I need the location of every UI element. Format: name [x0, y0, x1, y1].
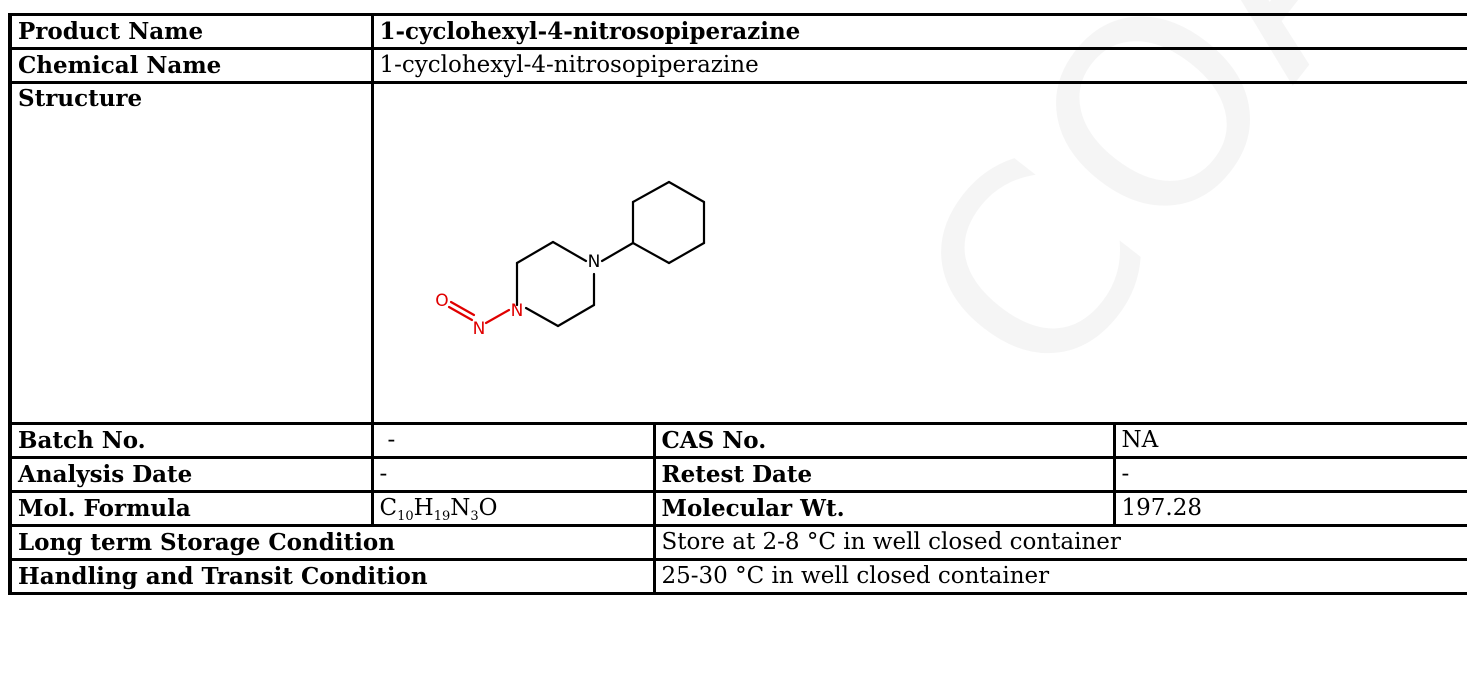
formula-n-count: 3 — [470, 509, 479, 524]
bond — [524, 306, 559, 328]
chemical-name-label: Chemical Name — [8, 47, 374, 84]
bond — [484, 308, 510, 325]
atom-n-nitroso: N — [472, 319, 485, 339]
product-name-value: 1-cyclohexyl-4-nitrosopiperazine — [370, 13, 1467, 50]
atom-o: O — [435, 291, 448, 311]
formula-c: C — [379, 495, 398, 521]
formula-o: O — [478, 495, 498, 521]
formula-h: H — [413, 495, 434, 521]
atom-n1: N — [587, 252, 600, 272]
structure-label: Structure — [8, 81, 374, 425]
mol-formula-label: Mol. Formula — [8, 490, 374, 527]
formula-n: N — [450, 495, 471, 521]
chemical-name-value: 1-cyclohexyl-4-nitrosopiperazine — [370, 47, 1467, 84]
analysis-date-label: Analysis Date — [8, 456, 374, 493]
formula-h-count: 19 — [433, 509, 451, 524]
handling-label: Handling and Transit Condition — [8, 558, 656, 595]
row-analysis-date: Analysis Date - Retest Date - — [8, 456, 1467, 493]
bond — [449, 300, 475, 317]
bond — [631, 241, 670, 265]
retest-date-value: - — [1112, 456, 1467, 493]
bond — [515, 240, 554, 265]
cas-value: NA — [1112, 422, 1467, 459]
bond — [600, 241, 634, 263]
structure-diagram: N N N O — [435, 180, 705, 339]
row-batch: Batch No. - CAS No. NA — [8, 422, 1467, 459]
coa-table: Product Name 1-cyclohexyl-4-nitrosopiper… — [8, 13, 1467, 595]
row-storage: Long term Storage Condition Store at 2-8… — [8, 524, 1467, 561]
storage-label: Long term Storage Condition — [8, 524, 656, 561]
row-chemical-name: Chemical Name 1-cyclohexyl-4-nitrosopipe… — [8, 47, 1467, 84]
cas-label: CAS No. — [652, 422, 1116, 459]
handling-value: 25-30 °C in well closed container — [652, 558, 1467, 595]
row-mol-formula: Mol. Formula C10H19N3O Molecular Wt. 197… — [8, 490, 1467, 527]
storage-value: Store at 2-8 °C in well closed container — [652, 524, 1467, 561]
row-handling: Handling and Transit Condition 25-30 °C … — [8, 558, 1467, 595]
mol-weight-value: 197.28 — [1112, 490, 1467, 527]
row-structure: Structure — [8, 81, 1467, 425]
row-product-name: Product Name 1-cyclohexyl-4-nitrosopiper… — [8, 13, 1467, 50]
analysis-date-value: - — [370, 456, 656, 493]
formula-c-count: 10 — [397, 509, 414, 524]
mol-formula-value: C10H19N3O — [370, 490, 656, 527]
bond — [631, 180, 670, 204]
bond — [551, 240, 587, 263]
bond — [447, 305, 473, 322]
bond — [556, 303, 595, 328]
bond — [667, 180, 705, 204]
bond — [667, 241, 705, 265]
atom-n2: N — [510, 301, 523, 321]
structure-image-cell: N N N O — [370, 81, 1467, 425]
retest-date-label: Retest Date — [652, 456, 1116, 493]
batch-label: Batch No. — [8, 422, 374, 459]
batch-value: - — [370, 422, 656, 459]
product-name-label: Product Name — [8, 13, 374, 50]
mol-weight-label: Molecular Wt. — [652, 490, 1116, 527]
